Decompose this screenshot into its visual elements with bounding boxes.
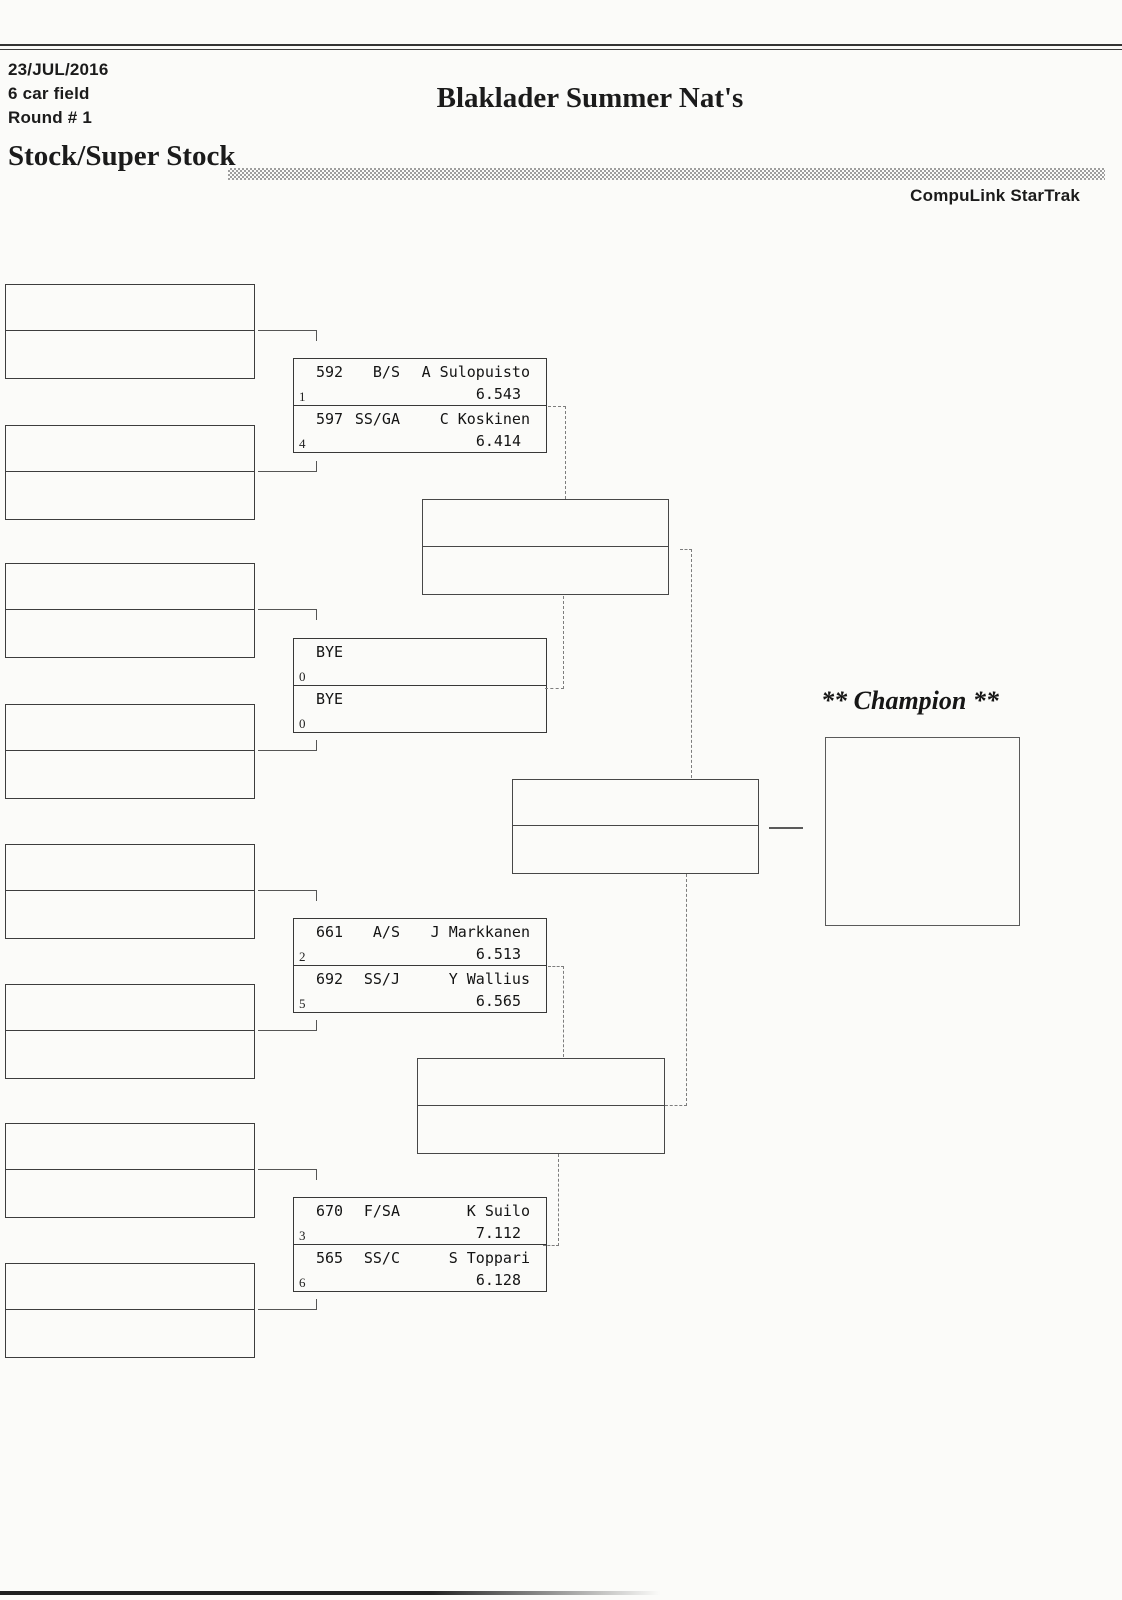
slot-divider — [6, 285, 254, 331]
car-number: 592 — [316, 363, 344, 381]
car-class: SS/GA — [354, 410, 400, 428]
slot-divider — [6, 1124, 254, 1170]
connector-stub-2 — [258, 461, 317, 472]
connector-stub-4 — [258, 740, 317, 751]
round1-box-5 — [5, 844, 255, 939]
slot-divider — [6, 426, 254, 472]
connector-stub-6 — [258, 1020, 317, 1031]
driver-name: A Sulopuisto — [421, 363, 530, 381]
connector-stub-7 — [258, 1169, 317, 1180]
connector-stub-1 — [258, 330, 317, 341]
connector-stub-3 — [258, 609, 317, 620]
connector-stub-5 — [258, 890, 317, 901]
field-size: 6 car field — [8, 84, 90, 103]
driver-name: J Markkanen — [430, 923, 530, 941]
elapsed-time: 6.128 — [475, 1271, 521, 1289]
bracket-slot: 597 SS/GA C Koskinen 4 6.414 — [294, 406, 546, 452]
dashed-connector — [545, 596, 564, 689]
car-class — [350, 643, 400, 661]
champion-connector — [769, 827, 803, 829]
driver-name: Y Wallius — [448, 970, 530, 988]
car-class: F/SA — [363, 1202, 400, 1220]
seed-number: 2 — [299, 949, 306, 964]
champion-box — [825, 737, 1020, 926]
elapsed-time: 7.112 — [475, 1224, 521, 1242]
bye-label: BYE — [316, 643, 344, 661]
round1-box-3 — [5, 563, 255, 658]
dashed-connector — [543, 1154, 559, 1246]
round1-box-6 — [5, 984, 255, 1079]
event-date: 23/JUL/2016 — [8, 60, 109, 79]
double-rule — [0, 44, 1122, 50]
car-number: 661 — [316, 923, 344, 941]
slot-divider — [6, 845, 254, 891]
timing-system-label: CompuLink StarTrak — [910, 186, 1080, 205]
dashed-connector — [680, 549, 692, 778]
semifinal-box-2 — [417, 1058, 665, 1154]
bracket-slot: 661 A/S J Markkanen 2 6.513 — [294, 919, 546, 966]
car-class: A/S — [372, 923, 400, 941]
car-number: 565 — [316, 1249, 344, 1267]
seed-number: 4 — [299, 436, 306, 451]
page-bottom-edge — [0, 1591, 660, 1595]
bracket-slot: 670 F/SA K Suilo 3 7.112 — [294, 1198, 546, 1245]
bracket-slot: BYE 0 — [294, 686, 546, 732]
slot-divider — [423, 500, 668, 547]
header-info: 23/JUL/2016 6 car field Round # 1 — [8, 58, 109, 130]
dashed-connector — [548, 406, 566, 499]
bracket-slot: 565 SS/C S Toppari 6 6.128 — [294, 1245, 546, 1291]
bracket-slot: 592 B/S A Sulopuisto 1 6.543 — [294, 359, 546, 406]
car-class: B/S — [372, 363, 400, 381]
halftone-divider — [228, 168, 1105, 180]
elapsed-time: 6.543 — [475, 385, 521, 403]
match-box-2-bye: BYE 0 BYE 0 — [293, 638, 547, 733]
match-box-1: 592 B/S A Sulopuisto 1 6.543 597 SS/GA C… — [293, 358, 547, 453]
slot-divider — [6, 564, 254, 610]
seed-number: 3 — [299, 1228, 306, 1243]
match-box-3: 661 A/S J Markkanen 2 6.513 692 SS/J Y W… — [293, 918, 547, 1013]
bracket-slot: 692 SS/J Y Wallius 5 6.565 — [294, 966, 546, 1012]
round1-box-4 — [5, 704, 255, 799]
bye-label: BYE — [316, 690, 344, 708]
semifinal-box-1 — [422, 499, 669, 595]
event-title: Blaklader Summer Nat's — [436, 82, 744, 114]
car-number: 597 — [316, 410, 344, 428]
car-class — [350, 690, 400, 708]
dashed-connector — [548, 966, 564, 1057]
round1-box-7 — [5, 1123, 255, 1218]
round1-box-2 — [5, 425, 255, 520]
driver-name: S Toppari — [448, 1249, 530, 1267]
connector-stub-8 — [258, 1299, 317, 1310]
car-number: 692 — [316, 970, 344, 988]
match-box-4: 670 F/SA K Suilo 3 7.112 565 SS/C S Topp… — [293, 1197, 547, 1292]
car-class: SS/C — [363, 1249, 400, 1267]
car-number: 670 — [316, 1202, 344, 1220]
slot-divider — [6, 985, 254, 1031]
round-number: Round # 1 — [8, 108, 92, 127]
class-title: Stock/Super Stock — [8, 140, 236, 172]
driver-name: C Koskinen — [439, 410, 530, 428]
slot-divider — [6, 1264, 254, 1310]
car-class: SS/J — [363, 970, 400, 988]
bracket-slot: BYE 0 — [294, 639, 546, 686]
elapsed-time: 6.565 — [475, 992, 521, 1010]
final-box — [512, 779, 759, 874]
slot-divider — [6, 705, 254, 751]
seed-number: 5 — [299, 996, 306, 1011]
driver-name: K Suilo — [466, 1202, 530, 1220]
seed-number: 6 — [299, 1275, 306, 1290]
seed-number: 0 — [299, 716, 306, 731]
seed-number: 1 — [299, 389, 306, 404]
elapsed-time: 6.513 — [475, 945, 521, 963]
round1-box-1 — [5, 284, 255, 379]
seed-number: 0 — [299, 669, 306, 684]
slot-divider — [418, 1059, 664, 1106]
slot-divider — [513, 780, 758, 826]
round1-box-8 — [5, 1263, 255, 1358]
elapsed-time: 6.414 — [475, 432, 521, 450]
dashed-connector — [665, 874, 687, 1106]
champion-label: ** Champion ** — [821, 686, 999, 715]
